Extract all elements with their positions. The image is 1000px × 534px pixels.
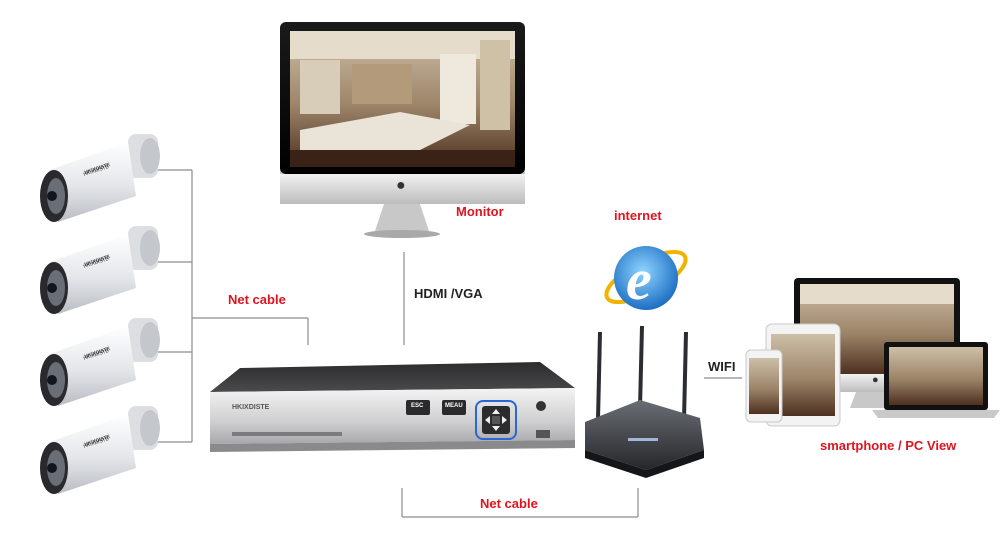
- internet-explorer-icon: e: [604, 246, 688, 312]
- hdmi-vga-label: HDMI /VGA: [414, 286, 483, 301]
- net-cable-bottom-label: Net cable: [480, 496, 538, 511]
- camera-3: HKIXDISTE: [40, 318, 160, 406]
- internet-label: internet: [614, 208, 662, 223]
- client-devices: [745, 278, 1000, 427]
- smartphone-pc-view-label: smartphone / PC View: [820, 438, 957, 453]
- cameras: HKIXDISTE HKIXDISTE HKIXDISTE: [40, 134, 160, 494]
- net-cable-cameras-label: Net cable: [228, 292, 286, 307]
- svg-text:e: e: [626, 247, 652, 312]
- nvr-recorder: [210, 362, 575, 452]
- wifi-router: [585, 325, 704, 478]
- main-monitor: [280, 22, 525, 238]
- wifi-label: WIFI: [708, 359, 736, 374]
- monitor-label: Monitor: [456, 204, 504, 219]
- camera-2: HKIXDISTE: [40, 226, 160, 314]
- camera-1: HKIXDISTE: [40, 134, 160, 222]
- connection-lines: [158, 169, 742, 518]
- camera-4: HKIXDISTE: [40, 406, 160, 494]
